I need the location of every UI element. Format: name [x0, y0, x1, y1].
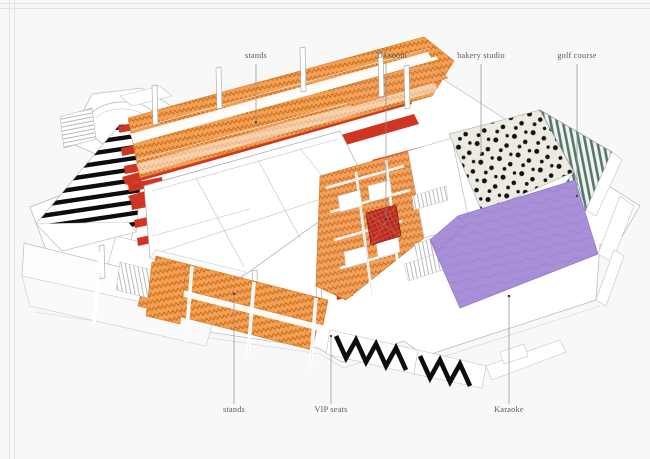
playing-field: [143, 130, 369, 281]
top-labels: stands DJ room bakery studio golf course: [245, 51, 597, 60]
leader-lines: [233, 64, 578, 404]
bottom-right-blocks: [485, 339, 567, 381]
vip-seats-zigzag: [325, 329, 487, 389]
label-karaoke: Karaoke: [494, 405, 524, 414]
label-golf-course: golf course: [557, 51, 596, 60]
label-stands-top: stands: [245, 51, 267, 60]
label-bakery-studio: bakery studio: [457, 51, 505, 60]
label-stands-bottom: stands: [223, 405, 245, 414]
karaoke-zone: [429, 179, 599, 309]
right-edge-slabs: [585, 151, 635, 307]
upper-stands-orange: [127, 36, 455, 179]
label-vip-seats: VIP seats: [314, 405, 347, 414]
bottom-labels: stands VIP seats Karaoke: [223, 405, 524, 414]
lower-stands-orange: [92, 251, 329, 373]
leader-anchor-dots: [232, 120, 579, 338]
label-dj-room: DJ room: [377, 51, 408, 60]
